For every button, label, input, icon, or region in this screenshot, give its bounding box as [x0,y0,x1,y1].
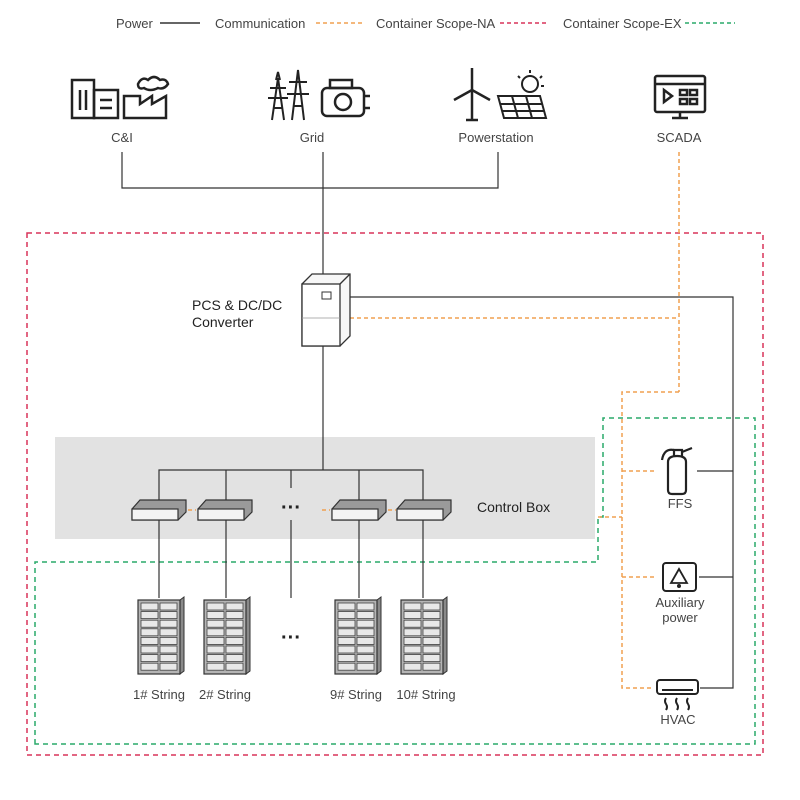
legend: Power Communication Container Scope-NA C… [116,16,735,31]
battery-rack-1-icon [137,596,185,675]
battery-rack-2-icon [203,596,251,675]
control-box-label: Control Box [477,499,550,515]
string-1-label: 1# String [133,687,185,702]
fire-extinguisher-icon [660,446,693,496]
battery-racks [137,596,448,675]
pcs-power-lines [158,296,734,689]
string-10-label: 10# String [396,687,455,702]
legend-scope-na-label: Container Scope-NA [376,16,496,31]
control-box-ellipsis: ··· [281,497,301,519]
battery-rack-9-icon [334,596,382,675]
legend-power-label: Power [116,16,154,31]
factory-icon [122,75,170,120]
container-scope-na-box [26,232,764,756]
grid-label: Grid [300,130,325,145]
control-box-1 [131,499,187,521]
source-power-bus [121,152,499,274]
string-9-label: 9# String [330,687,382,702]
control-box-10 [396,499,452,521]
auxiliary-power-label-line1: Auxiliary [655,595,705,610]
container-scope-ex-box [34,417,756,745]
scada-monitor-icon [653,74,707,120]
communication-lines [188,152,680,689]
control-box-2 [197,499,253,521]
solar-panel-icon [496,70,548,119]
string-ellipsis: ··· [281,627,301,649]
auxiliary-power-label-line2: power [662,610,698,625]
wind-turbine-icon [453,68,491,122]
ci-label: C&I [111,130,133,145]
legend-communication-label: Communication [215,16,305,31]
control-box-band [55,437,595,539]
pcs-label-line1: PCS & DC/DC [192,297,282,313]
battery-rack-10-icon [400,596,448,675]
auxiliary-power-icon [662,562,697,592]
pcs-label-line2: Converter [192,314,254,330]
pcs-converter-icon [301,273,351,347]
control-box-9 [331,499,387,521]
hvac-label: HVAC [660,712,695,727]
powerstation-label: Powerstation [458,130,533,145]
transmission-tower-icon [268,69,309,121]
building-icon [70,78,120,120]
legend-scope-ex-label: Container Scope-EX [563,16,682,31]
generator-icon [320,78,370,118]
string-2-label: 2# String [199,687,251,702]
hvac-icon [656,679,699,711]
scada-label: SCADA [657,130,702,145]
ffs-label: FFS [668,496,693,511]
